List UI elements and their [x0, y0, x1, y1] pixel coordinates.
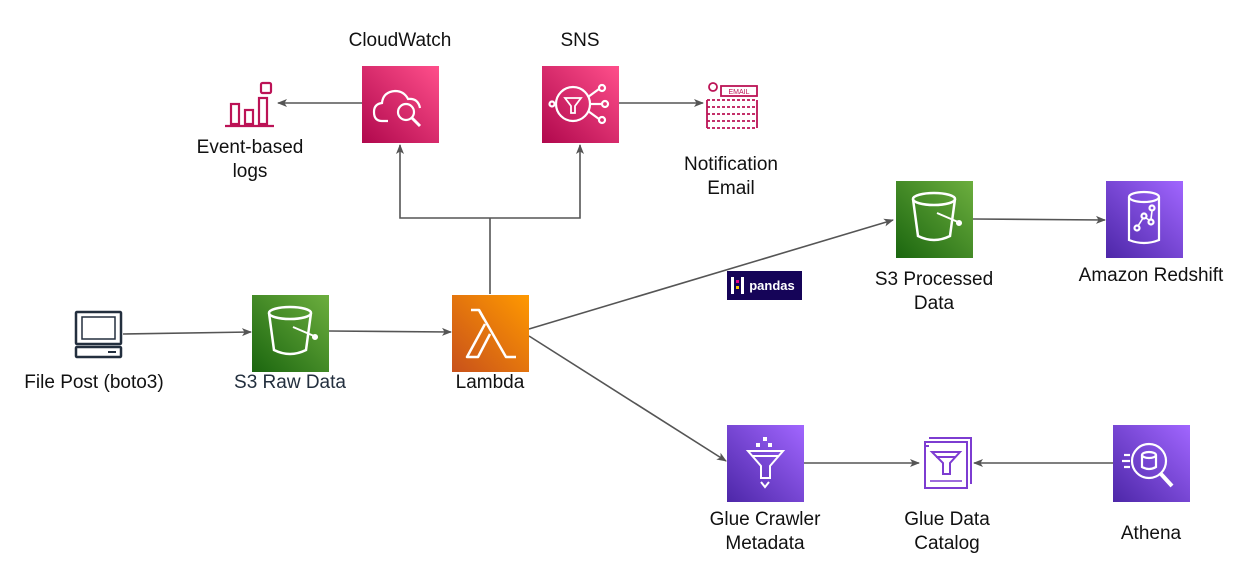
- glue-crawler-node[interactable]: Glue Crawler Metadata: [710, 425, 822, 554]
- lambda-tile: [452, 295, 529, 372]
- redshift-icon: [1127, 190, 1161, 245]
- glue-crawler-icon: [745, 437, 786, 489]
- redshift-label: Amazon Redshift: [1079, 265, 1224, 286]
- athena-icon: [1122, 442, 1174, 488]
- s3-raw-node[interactable]: S3 Raw Data: [234, 295, 346, 393]
- connectors: [122, 99, 1113, 467]
- glue-crawler-label-1: Glue Crawler: [710, 509, 822, 530]
- cloudwatch-icon: [372, 89, 422, 128]
- s3-raw-label: S3 Raw Data: [234, 372, 346, 393]
- athena-tile: [1113, 425, 1190, 502]
- s3-processed-label-1: S3 Processed: [875, 269, 993, 290]
- edge-lambda-to-sns: [490, 144, 584, 219]
- athena-node[interactable]: Athena: [1113, 425, 1190, 544]
- sns-icon: [548, 83, 610, 125]
- pandas-logo: pandas: [727, 271, 802, 300]
- lambda-icon: [465, 308, 516, 359]
- file-post-label: File Post (boto3): [24, 372, 163, 393]
- glue-crawler-tile: [727, 425, 804, 502]
- sns-node[interactable]: SNS: [542, 30, 619, 143]
- event-logs-node: Event-based logs: [197, 81, 304, 182]
- glue-catalog-label-2: Catalog: [914, 533, 980, 554]
- file-post-node: File Post (boto3): [24, 310, 164, 393]
- glue-data-catalog-icon: [924, 437, 972, 489]
- email-label-2: Email: [707, 178, 755, 199]
- client-computer-icon: [74, 310, 123, 359]
- event-logs-label-2: logs: [233, 161, 268, 182]
- cloudwatch-node[interactable]: CloudWatch: [349, 30, 452, 143]
- lambda-label: Lambda: [456, 372, 525, 393]
- pandas-label: pandas: [749, 278, 795, 293]
- s3-bucket-icon: [911, 191, 963, 242]
- cloudwatch-label: CloudWatch: [349, 30, 452, 51]
- glue-crawler-label-2: Metadata: [725, 533, 805, 554]
- email-label-1: Notification: [684, 154, 778, 175]
- event-logs-label-1: Event-based: [197, 137, 304, 158]
- edge-s3raw-to-lambda: [328, 327, 452, 336]
- edge-lambda-to-gluecrawler: [528, 335, 727, 462]
- glue-catalog-node[interactable]: Glue Data Catalog: [904, 437, 990, 554]
- s3-processed-node[interactable]: S3 Processed Data: [875, 181, 993, 314]
- email-node: EMAIL Notification Email: [684, 82, 778, 199]
- edge-lambda-to-s3processed: [528, 218, 894, 330]
- redshift-node[interactable]: Amazon Redshift: [1079, 181, 1224, 286]
- bar-chart-logs-icon: [225, 81, 274, 128]
- athena-label: Athena: [1121, 523, 1182, 544]
- email-notification-icon: [706, 82, 758, 129]
- edge-lambda-to-cloudwatch: [396, 144, 490, 219]
- cloudwatch-tile: [362, 66, 439, 143]
- sns-label: SNS: [560, 30, 599, 51]
- s3-processed-label-2: Data: [914, 293, 955, 314]
- edge-filepost-to-s3raw: [122, 328, 252, 337]
- lambda-node[interactable]: Lambda: [452, 295, 529, 393]
- s3-bucket-icon: [267, 305, 319, 356]
- edge-s3processed-to-redshift: [972, 215, 1106, 224]
- glue-catalog-label-1: Glue Data: [904, 509, 990, 530]
- email-icon-text: EMAIL: [728, 89, 749, 96]
